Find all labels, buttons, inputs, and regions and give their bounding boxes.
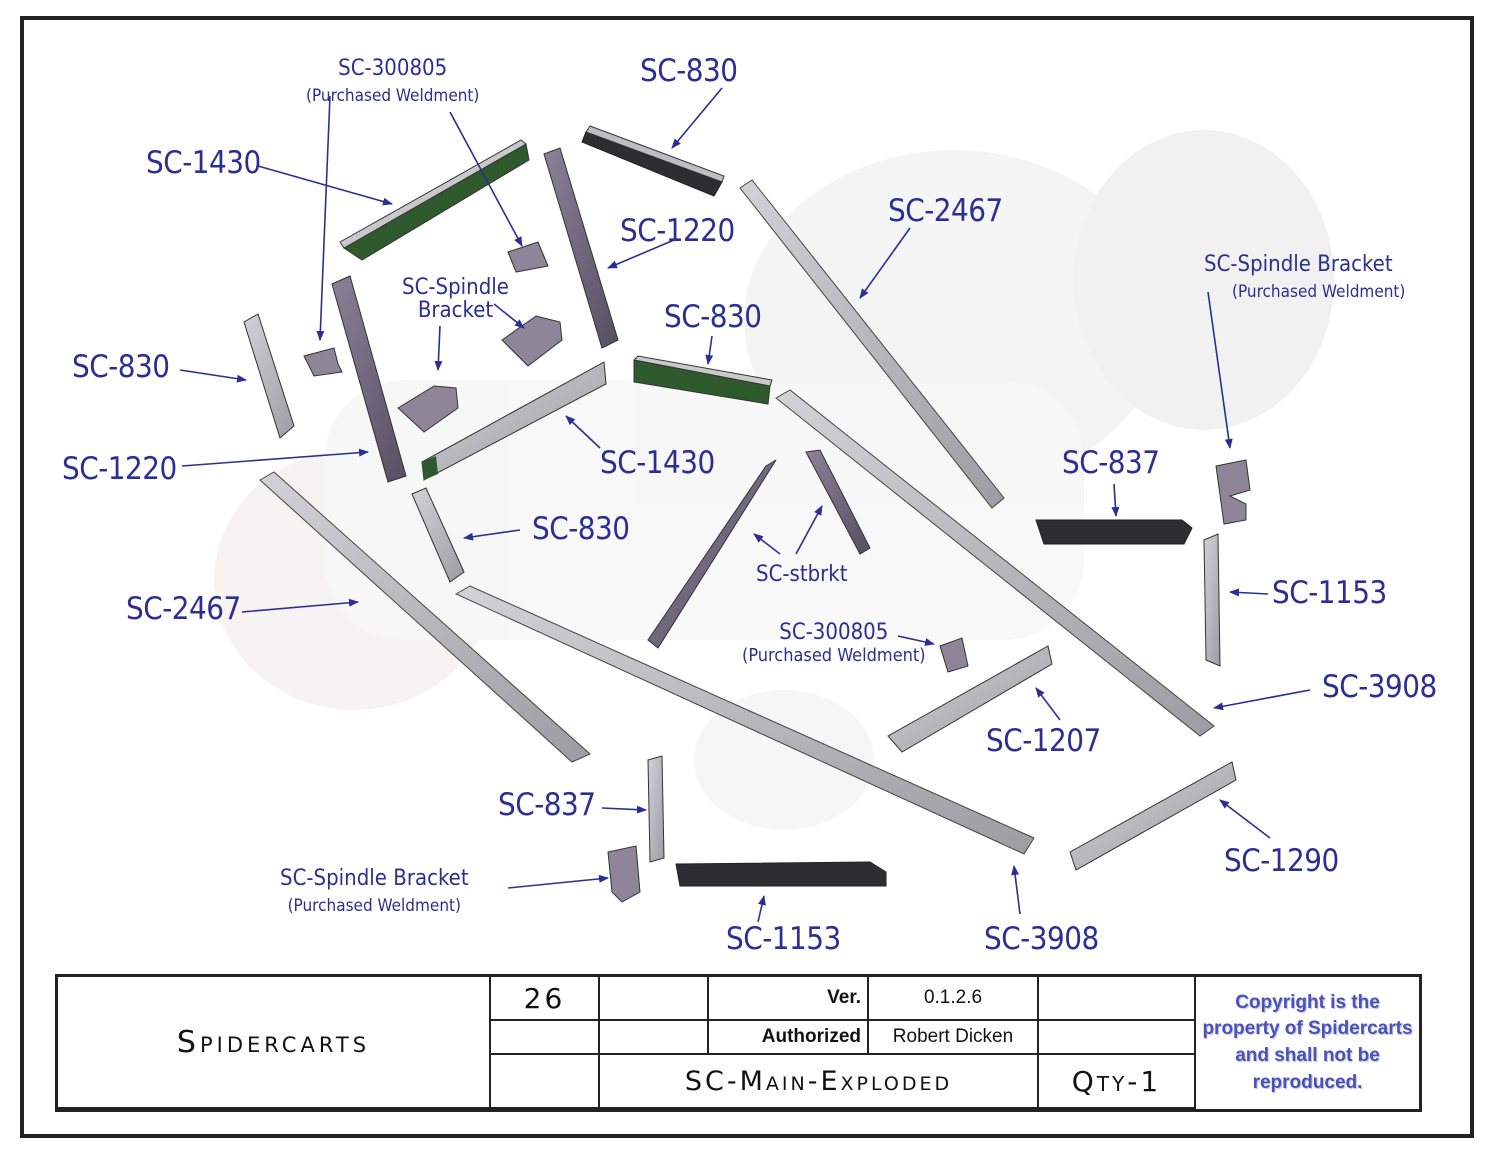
part-sc-1153-right: [1203, 533, 1221, 667]
callout-sc-830-left: SC-830: [72, 349, 170, 385]
leader-arrows: [179, 87, 1311, 923]
parts: [243, 125, 1251, 903]
title-block: Spidercarts 26 Ver. 0.1.2.6 Authorized R…: [55, 974, 1422, 1112]
callout-sc-3908-bottom: SC-3908: [984, 921, 1099, 957]
company-name: Spidercarts: [58, 977, 491, 1109]
part-sc-830-top: [581, 131, 723, 197]
callout-sc-1207: SC-1207: [986, 723, 1101, 759]
callout-sc-1220-left: SC-1220: [62, 451, 177, 487]
part-sc-1430-top: [343, 143, 530, 261]
callout-sc-300805-top: SC-300805 (Purchased Weldment): [306, 56, 480, 106]
part-sc-837-lower: [647, 755, 665, 863]
part-sc-837-right: [1035, 519, 1193, 545]
callout-sc-830-lower: SC-830: [532, 511, 630, 547]
part-sc-1220-upper: [543, 147, 619, 349]
part-sc-stbrkt-a: [647, 459, 777, 649]
part-sc-830-left: [243, 313, 295, 439]
part-sc-1220-left: [331, 275, 407, 483]
part-sc-stbrkt-b: [805, 449, 871, 555]
callout-sc-spindle-bracket-right: SC-Spindle Bracket (Purchased Weldment): [1204, 252, 1406, 302]
callout-sc-830-top: SC-830: [640, 53, 738, 89]
callout-sc-spindle-bracket-lower: SC-Spindle Bracket (Purchased Weldment): [280, 866, 469, 916]
part-spindle-bracket-1: [303, 241, 1251, 903]
callout-sc-1220-upper: SC-1220: [620, 213, 735, 249]
callout-sc-2467-left: SC-2467: [126, 591, 241, 627]
part-sc-2467-upper: [739, 179, 1005, 509]
empty-cell-d: [600, 1021, 709, 1055]
ver-label: Ver.: [709, 977, 869, 1021]
callout-sc-1153-right: SC-1153: [1272, 575, 1387, 611]
callout-sc-1290: SC-1290: [1224, 843, 1339, 879]
part-sc-3908-upper: [775, 389, 1215, 737]
copyright-notice: Copyright is the property of Spidercarts…: [1202, 991, 1413, 1093]
ver-value: 0.1.2.6: [869, 977, 1039, 1021]
callout-sc-3908-right: SC-3908: [1322, 669, 1437, 705]
callout-sc-837-right: SC-837: [1062, 445, 1160, 481]
callout-sc-1430-top: SC-1430: [146, 145, 261, 181]
callout-sc-stbrkt: SC-stbrkt: [756, 562, 848, 587]
part-sc-2467-left: [259, 471, 591, 763]
quantity: Qty-1: [1039, 1055, 1196, 1109]
drawing-name: SC-Main-Exploded: [600, 1055, 1039, 1109]
sheet-number: 26: [491, 977, 600, 1021]
part-sc-3908-lower: [454, 585, 1035, 855]
part-sc-1153-bottom: [675, 861, 887, 887]
empty-cell-c: [491, 1021, 600, 1055]
callout-sc-1153-bottom: SC-1153: [726, 921, 841, 957]
callout-sc-2467-upper: SC-2467: [888, 193, 1003, 229]
part-sc-830-lower: [411, 487, 465, 583]
authorized-value: Robert Dicken: [869, 1021, 1039, 1055]
empty-cell-e: [1039, 1021, 1196, 1055]
callout-sc-830-middle: SC-830: [664, 299, 762, 335]
callout-sc-300805-middle: SC-300805(Purchased Weldment): [742, 620, 926, 666]
exploded-assembly-drawing: [179, 87, 1334, 923]
empty-cell-b: [1039, 977, 1196, 1021]
part-sc-1290: [1069, 761, 1237, 871]
ghost-cart-background: [214, 130, 1334, 830]
empty-cell-f: [491, 1055, 600, 1109]
part-sc-1207: [887, 645, 1053, 753]
callout-sc-837-lower: SC-837: [498, 787, 596, 823]
drawing-sheet: SC-300805 (Purchased Weldment) SC-830 SC…: [20, 16, 1474, 1138]
empty-cell-a: [600, 977, 709, 1021]
callout-sc-1430-middle: SC-1430: [600, 445, 715, 481]
authorized-label: Authorized: [709, 1021, 869, 1055]
